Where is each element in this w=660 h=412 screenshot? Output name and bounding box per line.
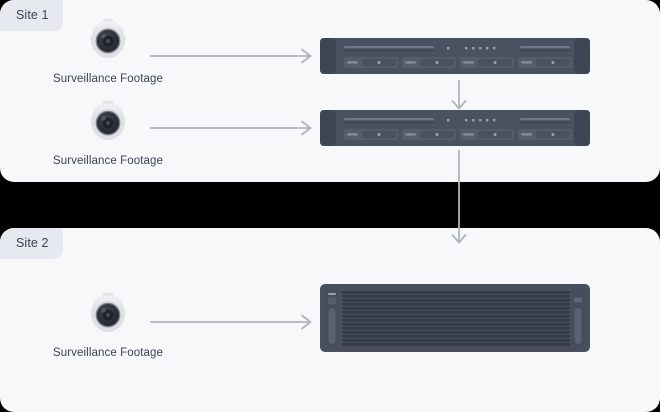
site1-camera-1[interactable]: Surveillance Footage — [48, 16, 168, 85]
site1-camera-2[interactable]: Surveillance Footage — [48, 98, 168, 167]
arrow-down-icon-server1-server2 — [451, 80, 467, 110]
site2-camera-1-label: Surveillance Footage — [52, 347, 164, 359]
storage-slots — [342, 291, 570, 346]
site-1-tag: Site 1 — [0, 0, 63, 31]
arrow-right-icon-site1-cam2 — [150, 120, 312, 136]
drive-bays — [344, 129, 572, 140]
arrow-right-icon-site1-cam1 — [150, 48, 312, 64]
site2-storage-array[interactable] — [320, 284, 590, 354]
site-1-panel: Site 1 — [0, 0, 660, 182]
site1-camera-1-label: Surveillance Footage — [52, 73, 164, 85]
site-2-tag: Site 2 — [0, 228, 63, 259]
dome-camera-icon — [90, 292, 126, 332]
site-2-panel: Site 2 — [0, 228, 660, 412]
arrow-down-icon-site1-site2 — [451, 150, 467, 244]
site1-server-2[interactable] — [320, 110, 590, 148]
site1-camera-2-label: Surveillance Footage — [52, 155, 164, 167]
dome-camera-icon — [90, 100, 126, 140]
dome-camera-icon — [90, 18, 126, 58]
drive-bays — [344, 57, 572, 68]
site2-camera-1[interactable]: Surveillance Footage — [48, 290, 168, 359]
site1-server-1[interactable] — [320, 38, 590, 76]
arrow-right-icon-site2-cam1 — [150, 314, 312, 330]
